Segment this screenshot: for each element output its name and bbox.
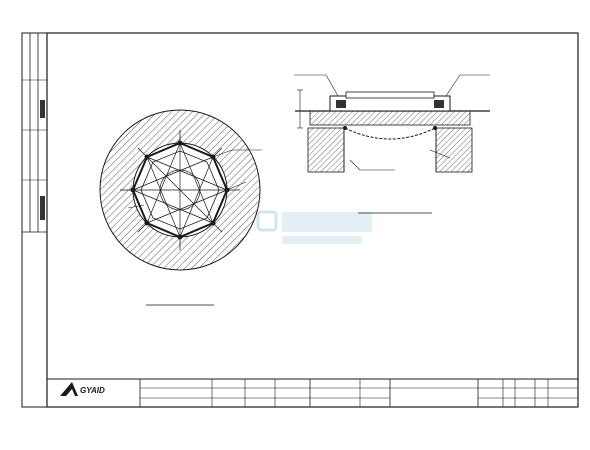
- left-margin-strip: [22, 33, 47, 233]
- logo-text: GYAID: [80, 386, 105, 395]
- section-view: [294, 74, 490, 214]
- safety-net-curve: [344, 127, 436, 140]
- company-logo: GYAID: [60, 382, 105, 396]
- drawing-frame: [46, 32, 579, 408]
- right-wall: [435, 127, 473, 173]
- left-wall: [307, 127, 345, 173]
- title-block: [47, 378, 578, 407]
- watermark: [256, 210, 372, 244]
- plan-view: [99, 109, 262, 306]
